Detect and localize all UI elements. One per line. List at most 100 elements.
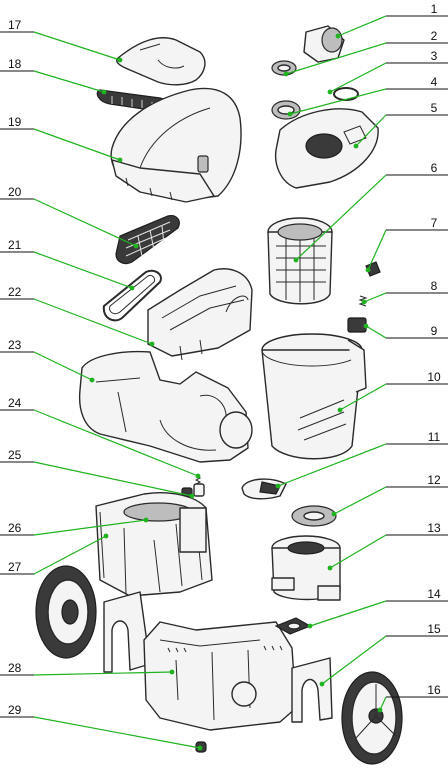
callout-10-leader bbox=[339, 383, 387, 411]
callout-9: 9 bbox=[363, 323, 448, 339]
callout-2-dot bbox=[283, 71, 289, 77]
callout-6: 6 bbox=[293, 161, 448, 263]
callout-14: 14 bbox=[307, 587, 448, 629]
callout-2-number: 2 bbox=[431, 29, 438, 43]
callout-22-number: 22 bbox=[8, 285, 22, 299]
part-10-dust-bin bbox=[261, 333, 367, 460]
callout-18-number: 18 bbox=[8, 57, 22, 71]
callout-11-dot bbox=[275, 483, 281, 489]
callout-12-dot bbox=[331, 511, 337, 517]
callout-10-dot bbox=[337, 407, 343, 413]
callout-6-leader bbox=[295, 174, 387, 261]
part-22-filter-housing bbox=[147, 268, 253, 361]
callout-18-leader bbox=[33, 70, 105, 93]
callout-11-number: 11 bbox=[428, 430, 441, 444]
callout-17-number: 17 bbox=[8, 18, 22, 32]
callout-8-dot bbox=[361, 299, 367, 305]
callout-14-leader bbox=[309, 600, 387, 627]
callout-26: 26 bbox=[0, 517, 149, 536]
callout-20-number: 20 bbox=[8, 185, 22, 199]
callout-27-leader bbox=[33, 535, 107, 575]
part-rear-left-wheel bbox=[35, 565, 97, 659]
callout-6-dot bbox=[293, 257, 299, 263]
part-28-base bbox=[143, 621, 297, 731]
callout-24-dot bbox=[195, 473, 201, 479]
callout-26-leader bbox=[33, 519, 147, 536]
parts-layer bbox=[35, 25, 403, 765]
part-23-front-body bbox=[78, 350, 253, 463]
callout-19-number: 19 bbox=[8, 115, 22, 129]
part-5-lid bbox=[274, 108, 379, 189]
callout-9-dot bbox=[363, 323, 369, 329]
callout-25: 25 bbox=[0, 448, 195, 499]
callout-7-leader bbox=[367, 229, 387, 271]
callout-4-leader bbox=[289, 88, 387, 115]
part-20-filter-grid bbox=[115, 215, 180, 265]
callout-15: 15 bbox=[319, 622, 448, 687]
part-3-seal bbox=[333, 87, 359, 101]
callout-27-dot bbox=[103, 533, 109, 539]
callout-7-number: 7 bbox=[431, 216, 438, 230]
callout-20: 20 bbox=[0, 185, 139, 249]
part-17-handle bbox=[116, 37, 206, 86]
callout-2: 2 bbox=[283, 29, 448, 77]
callout-12: 12 bbox=[331, 473, 448, 517]
callout-24: 24 bbox=[0, 396, 201, 479]
callout-29: 29 bbox=[0, 703, 203, 751]
callout-28: 28 bbox=[0, 661, 175, 676]
callout-2-leader bbox=[285, 42, 387, 75]
part-left-bumper bbox=[103, 591, 151, 673]
callout-18: 18 bbox=[0, 57, 107, 95]
callout-26-dot bbox=[143, 517, 149, 523]
callout-22-leader bbox=[33, 298, 153, 345]
callout-15-number: 15 bbox=[427, 622, 441, 636]
callout-5-dot bbox=[353, 143, 359, 149]
callout-5-leader bbox=[355, 114, 387, 147]
callout-4: 4 bbox=[287, 75, 448, 117]
callout-28-number: 28 bbox=[8, 661, 22, 675]
callout-14-dot bbox=[307, 623, 313, 629]
part-12-washer bbox=[291, 505, 337, 527]
callout-29-number: 29 bbox=[8, 703, 22, 717]
callout-20-leader bbox=[33, 198, 137, 247]
callout-3: 3 bbox=[327, 49, 448, 95]
callout-16: 16 bbox=[377, 683, 448, 713]
callout-27-number: 27 bbox=[8, 560, 22, 574]
part-16-wheel bbox=[341, 671, 403, 765]
callout-29-dot bbox=[197, 745, 203, 751]
callout-28-dot bbox=[169, 669, 175, 675]
callout-7: 7 bbox=[365, 216, 448, 273]
callout-1-dot bbox=[335, 33, 341, 39]
callout-15-leader bbox=[321, 635, 387, 685]
callout-11: 11 bbox=[275, 430, 448, 489]
callout-25-number: 25 bbox=[8, 448, 22, 462]
part-6-cyclone-filter bbox=[267, 217, 333, 305]
callout-13: 13 bbox=[327, 521, 448, 571]
callout-16-dot bbox=[377, 707, 383, 713]
callout-3-dot bbox=[327, 89, 333, 95]
callout-10-number: 10 bbox=[427, 370, 441, 384]
callout-21-leader bbox=[33, 251, 133, 289]
callout-1-leader bbox=[337, 15, 387, 37]
callout-11-leader bbox=[277, 443, 387, 487]
callout-5-number: 5 bbox=[431, 101, 438, 115]
callout-7-dot bbox=[365, 267, 371, 273]
callout-17-leader bbox=[33, 31, 121, 61]
callout-10: 10 bbox=[337, 370, 448, 413]
callout-19-dot bbox=[117, 157, 123, 163]
callout-29-leader bbox=[33, 716, 201, 749]
callout-21: 21 bbox=[0, 238, 135, 291]
callout-21-dot bbox=[129, 285, 135, 291]
callout-20-dot bbox=[133, 243, 139, 249]
callout-3-number: 3 bbox=[431, 49, 438, 63]
callout-1: 1 bbox=[335, 2, 448, 39]
callout-21-number: 21 bbox=[8, 238, 22, 252]
callout-13-dot bbox=[327, 565, 333, 571]
callout-25-dot bbox=[189, 493, 195, 499]
callout-26-number: 26 bbox=[8, 521, 22, 535]
part-26-27-motor-frame bbox=[95, 492, 213, 597]
callout-8: 8 bbox=[361, 279, 448, 305]
callout-14-number: 14 bbox=[427, 587, 441, 601]
callout-24-leader bbox=[33, 409, 199, 477]
